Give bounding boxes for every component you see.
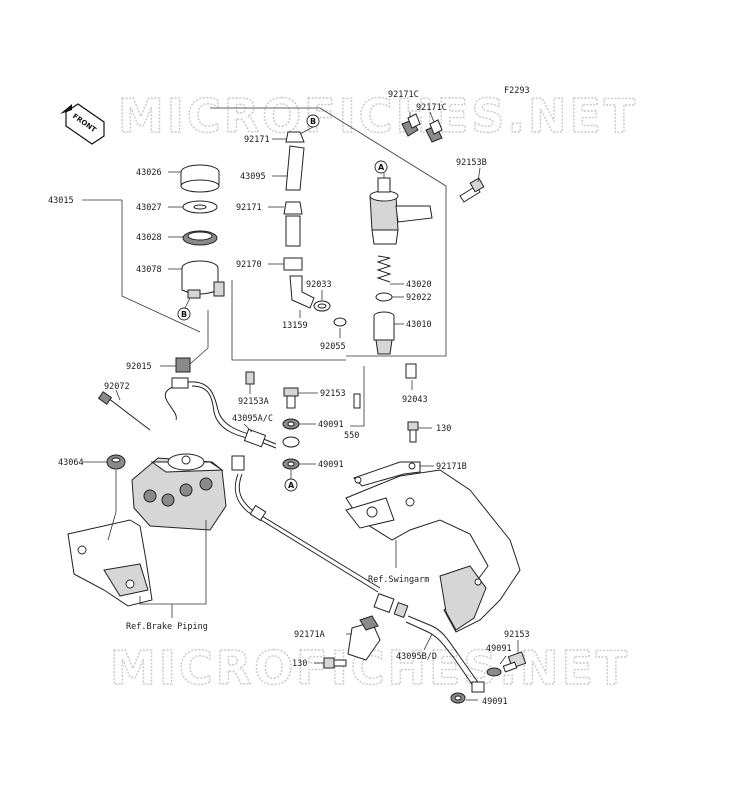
label-92015: 92015 (126, 362, 152, 372)
label-92022: 92022 (406, 293, 432, 303)
reservoir-cap-43026 (180, 164, 220, 193)
bracket-main-bottom (231, 280, 346, 361)
diaphragm-plate-43027 (182, 200, 218, 214)
label-92043: 92043 (402, 395, 428, 405)
label-130-bottom: 130 (292, 659, 307, 669)
piston-43010 (373, 311, 395, 355)
marker-b-top: B (306, 114, 320, 128)
bolt-92153B (459, 177, 485, 203)
o-ring-92055 (333, 317, 347, 327)
svg-text:A: A (378, 163, 385, 172)
bracket-main-top (210, 107, 447, 357)
label-92153-bottom: 92153 (504, 630, 530, 640)
label-43064: 43064 (58, 458, 84, 468)
label-43078: 43078 (136, 265, 162, 275)
hose-fitting-13159 (289, 275, 315, 309)
washer-49091-d (450, 692, 466, 704)
hose-clamp-92171-mid (283, 201, 303, 215)
circlip-92022 (375, 292, 393, 302)
swingarm (345, 469, 521, 633)
banjo-fitting (282, 436, 300, 448)
label-92171A: 92171A (294, 630, 325, 640)
hose-clamp-92171-top (285, 131, 305, 143)
label-92153B: 92153B (456, 158, 487, 168)
label-43026: 43026 (136, 168, 162, 178)
label-43020: 43020 (406, 280, 432, 290)
diagram-code: F2293 (504, 86, 530, 96)
diaphragm-43028 (182, 230, 218, 246)
label-43028: 43028 (136, 233, 162, 243)
brake-pipe-long (234, 473, 381, 593)
label-49091-b: 49091 (318, 460, 344, 470)
master-cylinder-body (369, 177, 433, 245)
watermark-top: MICROFICHES.NET (118, 89, 638, 143)
brake-hose-43095BD (373, 593, 485, 693)
label-130-top: 130 (436, 424, 451, 434)
front-arrow-icon: FRONT (60, 103, 105, 145)
label-43095AC: 43095A/C (232, 414, 273, 424)
label-92171-top: 92171 (244, 135, 270, 145)
marker-b-bottom: B (177, 307, 191, 321)
svg-text:B: B (310, 117, 316, 126)
clip-92015 (175, 357, 191, 373)
label-49091-c: 49091 (486, 644, 512, 654)
label-49091-a: 49091 (318, 420, 344, 430)
marker-a-bottom: A (284, 478, 298, 492)
abs-bracket (67, 519, 153, 607)
label-43095: 43095 (240, 172, 266, 182)
banjo-bolt-92153-bottom (502, 651, 527, 673)
label-92171B: 92171B (436, 462, 467, 472)
label-550: 550 (344, 431, 359, 441)
washer-49091-a (282, 418, 300, 430)
svg-text:A: A (288, 481, 295, 490)
banjo-bolt-92153-mid (283, 387, 299, 409)
hose-clamp-92171C-a (401, 113, 421, 137)
label-92033: 92033 (306, 280, 332, 290)
label-49091-d: 49091 (482, 697, 508, 707)
bolt-130-top (407, 421, 419, 443)
bracket-92171B (353, 461, 421, 487)
label-43095BD: 43095B/D (396, 652, 437, 662)
label-ref-swingarm: Ref.Swingarm (368, 575, 429, 585)
circlip-92033 (313, 300, 331, 312)
reservoir-hose-43095 (285, 145, 305, 191)
tie-band-92072 (97, 391, 151, 431)
brake-hose-43095AC (164, 377, 277, 449)
label-92055: 92055 (320, 342, 346, 352)
grommet-43064 (106, 454, 126, 470)
bracket-43015-left (121, 200, 201, 333)
label-92170: 92170 (236, 260, 262, 270)
label-92072: 92072 (104, 382, 130, 392)
washer-49091-c (486, 667, 502, 677)
svg-text:B: B (181, 310, 187, 319)
reservoir-43078 (181, 260, 225, 299)
hose-clamp-92170 (283, 257, 303, 271)
label-92171-mid: 92171 (236, 203, 262, 213)
label-43027: 43027 (136, 203, 162, 213)
spring-43020 (376, 255, 392, 283)
bolt-130-bottom (323, 657, 347, 669)
label-ref-brake-piping: Ref.Brake Piping (126, 622, 208, 632)
pin-550 (353, 393, 361, 409)
label-43015: 43015 (48, 196, 74, 206)
marker-a-top: A (374, 160, 388, 174)
clamp-92171A (347, 615, 381, 661)
abs-unit (131, 453, 245, 531)
label-43010: 43010 (406, 320, 432, 330)
label-92153A: 92153A (238, 397, 269, 407)
nut-92043 (405, 363, 417, 379)
hose-lower-segment (285, 215, 301, 247)
hose-clamp-92171C-b (425, 119, 443, 143)
label-92171C-a: 92171C (388, 90, 419, 100)
label-13159: 13159 (282, 321, 308, 331)
label-92153-mid: 92153 (320, 389, 346, 399)
label-92171C-b: 92171C (416, 103, 447, 113)
washer-49091-b (282, 458, 300, 470)
bolt-92153A (245, 371, 255, 385)
